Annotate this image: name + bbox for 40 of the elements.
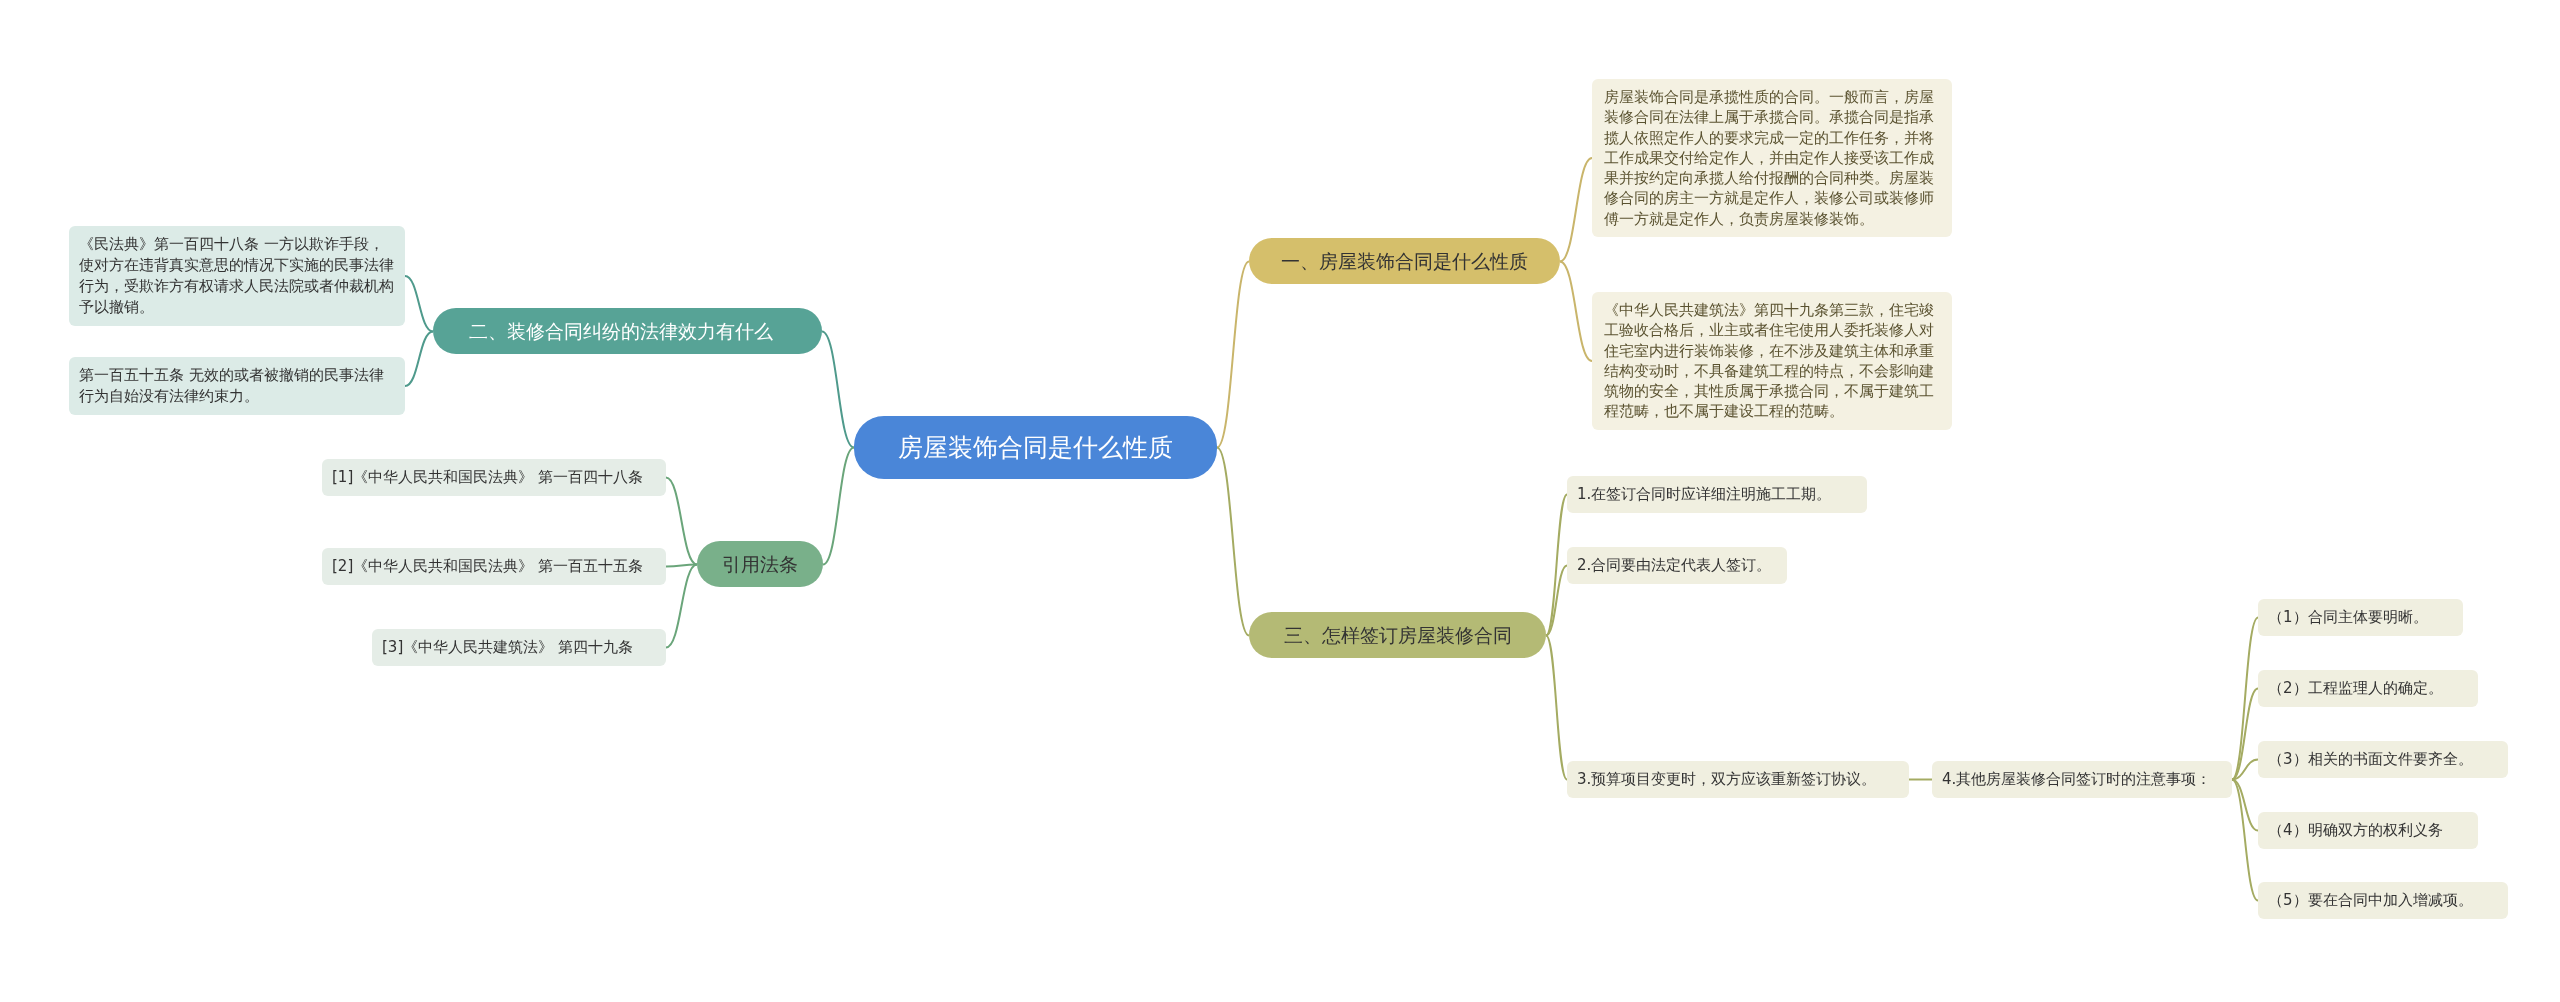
text-card: 1.在签订合同时应详细注明施工工期。 xyxy=(1567,475,1867,513)
connector xyxy=(2231,778,2259,832)
connector xyxy=(1545,634,1568,781)
text-card: （5）要在合同中加入增减项。 xyxy=(2258,881,2508,919)
text-card: [1]《中华人民共和国民法典》 第一百四十八条 xyxy=(322,458,666,496)
branch-topic: 一、房屋装饰合同是什么性质 xyxy=(1249,237,1560,285)
text-card: （3）相关的书面文件要齐全。 xyxy=(2258,740,2508,778)
text-card: 2.合同要由法定代表人签订。 xyxy=(1567,546,1787,584)
connector xyxy=(1908,778,1933,781)
connector xyxy=(2231,778,2259,902)
branch-topic: 引用法条 xyxy=(697,540,823,588)
connector xyxy=(822,446,855,566)
connector xyxy=(2231,687,2259,781)
text-card: 《中华人民共建筑法》第四十九条第三款，住宅竣工验收合格后，业主或者住宅使用人委托装修人对住宅室内进行装饰装修，在不涉及建筑主体和承重结构变动时，不具备建筑工程的特点，不会影响建筑物的安全，其性质属于承揽合同，不属于建筑工程范畴，也不属于建设工程的范畴。 xyxy=(1592,292,1952,430)
text-card: 房屋装饰合同是承揽性质的合同。一般而言，房屋装修合同在法律上属于承揽合同。承揽合同是指承揽人依照定作人的要求完成一定的工作任务，并将工作成果交付给定作人，并由定作人接受该工作成果并按约定向承揽人给付报酬的合同种类。房屋装修合同的房主一方就是定作人，装修公司或装修师傅一方就是定作人，负责房屋装修装饰。 xyxy=(1592,79,1952,238)
connector xyxy=(1216,446,1250,637)
text-card: 《民法典》第一百四十八条 一方以欺诈手段，使对方在违背真实意思的情况下实施的民事法律行为，受欺诈方有权请求人民法院或者仲裁机构予以撤销。 xyxy=(69,226,405,326)
connector xyxy=(821,330,855,449)
text-card: 第一百五十五条 无效的或者被撤销的民事法律行为自始没有法律约束力。 xyxy=(69,357,405,415)
central-topic: 房屋装饰合同是什么性质 xyxy=(854,415,1217,479)
connector xyxy=(1559,260,1593,362)
connector xyxy=(1559,157,1593,263)
branch-topic: 二、装修合同纠纷的法律效力有什么 xyxy=(433,307,822,355)
text-card: [3]《中华人民共建筑法》 第四十九条 xyxy=(372,628,666,666)
connector xyxy=(404,275,434,333)
connector xyxy=(665,563,698,649)
text-card: [2]《中华人民共和国民法典》 第一百五十五条 xyxy=(322,547,666,585)
connector xyxy=(2231,758,2259,781)
text-card: （4）明确双方的权利义务 xyxy=(2258,811,2478,849)
connector xyxy=(1216,260,1250,449)
text-card: 3.预算项目变更时，双方应该重新签订协议。 xyxy=(1567,760,1909,798)
text-card: （2）工程监理人的确定。 xyxy=(2258,669,2478,707)
connector xyxy=(404,330,434,387)
connector xyxy=(2231,616,2259,781)
branch-topic: 三、怎样签订房屋装修合同 xyxy=(1249,611,1546,659)
connector xyxy=(1545,564,1568,637)
text-card: （1）合同主体要明晰。 xyxy=(2258,598,2463,636)
connector xyxy=(665,476,698,566)
text-card: 4.其他房屋装修合同签订时的注意事项： xyxy=(1932,760,2232,798)
connector xyxy=(1545,493,1568,637)
